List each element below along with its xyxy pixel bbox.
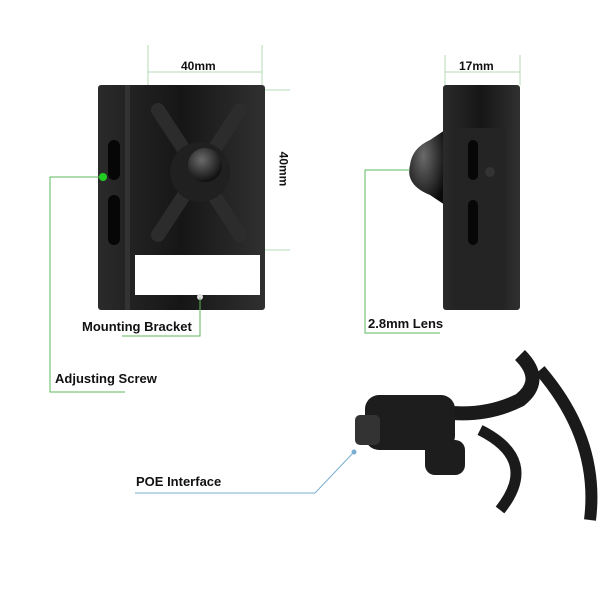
camera-side-view [409,85,520,310]
dimension-lines [147,45,521,251]
lens-label: 2.8mm Lens [368,316,444,331]
callout-lines [49,169,440,494]
front-height-label: 40mm [276,151,291,187]
adjusting-screw-label: Adjusting Screw [55,371,157,386]
poe-cable [355,350,598,521]
front-width-label: 40mm [181,59,216,73]
mounting-bracket-label: Mounting Bracket [82,319,192,334]
camera-front-view [98,85,265,310]
side-depth-label: 17mm [459,59,494,73]
poe-interface-label: POE Interface [136,474,222,489]
